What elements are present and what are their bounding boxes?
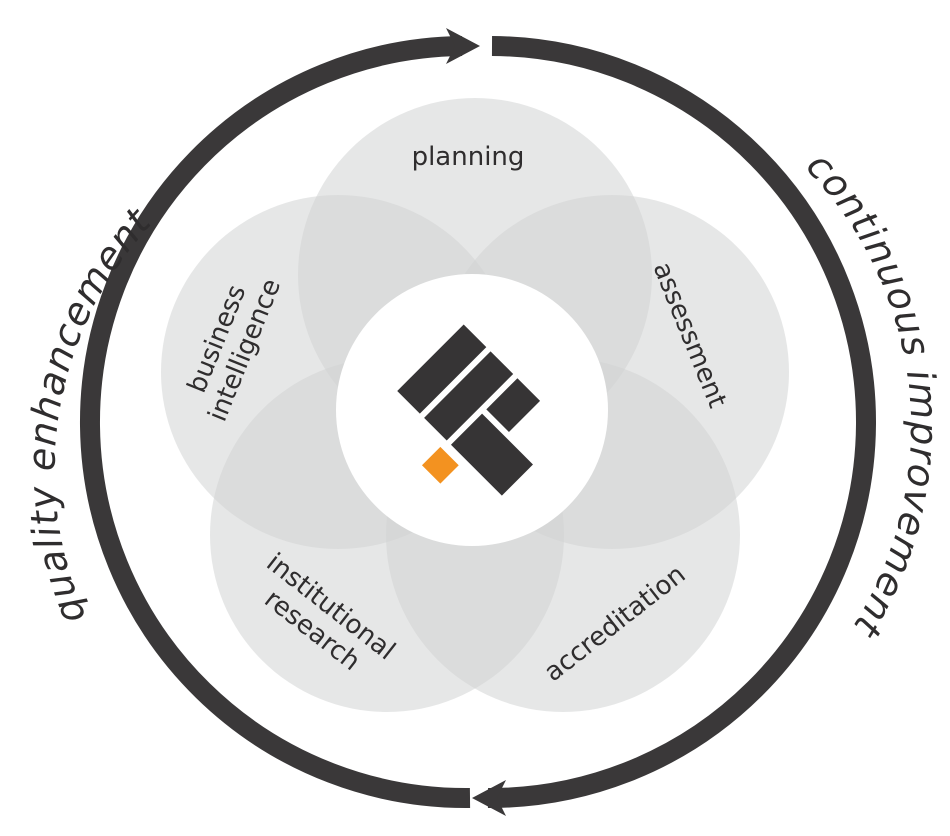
- outer-ring: [80, 28, 876, 816]
- arrow-left-icon: [472, 780, 506, 816]
- logo-bar-2: [424, 351, 514, 441]
- ring-left-arc: [80, 36, 471, 809]
- arrow-right-icon: [446, 28, 480, 64]
- logo-bar-3: [450, 413, 533, 496]
- logo-bar-1: [397, 324, 487, 414]
- ring-right-arc: [487, 36, 876, 809]
- label-planning: planning: [412, 142, 525, 172]
- stacked-bars-logo-icon: [397, 324, 541, 496]
- logo-bar-4: [486, 378, 541, 432]
